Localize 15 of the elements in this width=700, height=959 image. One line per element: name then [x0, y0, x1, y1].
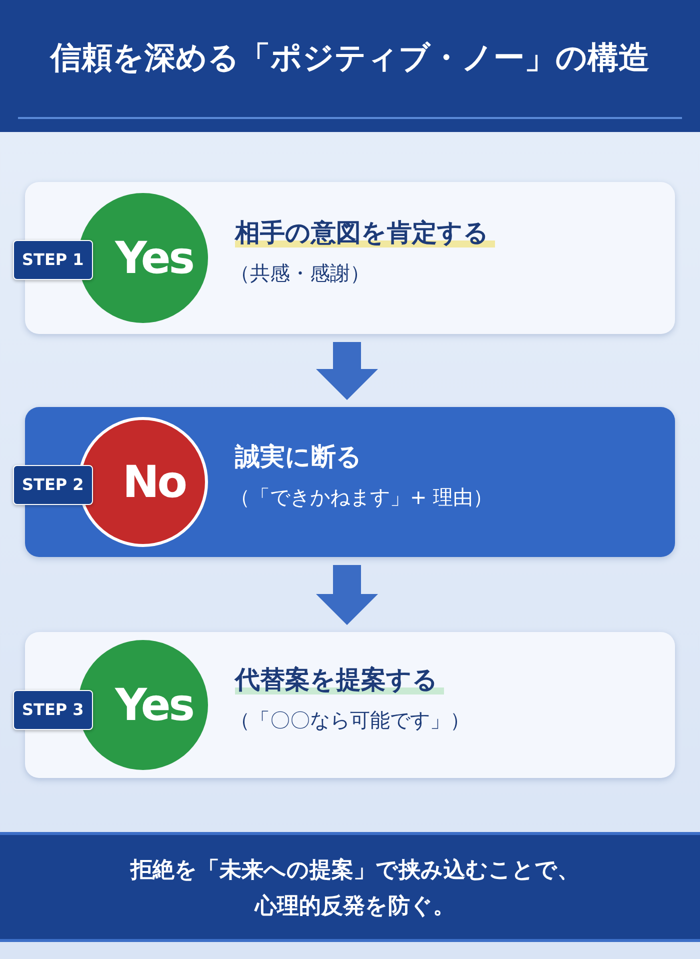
- step-badge: STEP 2: [13, 465, 93, 505]
- step-card: [25, 407, 675, 557]
- step-note: （共感・感謝）: [230, 260, 370, 287]
- summary-band: [0, 832, 700, 942]
- title: 信頼を深める「ポジティブ・ノー」の構造: [48, 39, 650, 78]
- step-note: （「〇〇なら可能です」）: [230, 707, 470, 734]
- step-heading: 相手の意図を肯定する: [235, 216, 495, 250]
- step-heading: 代替案を提案する: [235, 663, 444, 697]
- step-badge: STEP 1: [13, 240, 93, 280]
- step-badge: STEP 3: [13, 690, 93, 730]
- step-heading: 誠実に断る: [235, 441, 362, 473]
- summary-text: 拒絶を「未来への提案」で挟み込むことで、心理的反発を防ぐ。: [129, 856, 580, 921]
- step-note: （「できかねます」+ 理由）: [230, 484, 494, 511]
- step-card: [25, 182, 675, 334]
- step-card: [25, 632, 675, 778]
